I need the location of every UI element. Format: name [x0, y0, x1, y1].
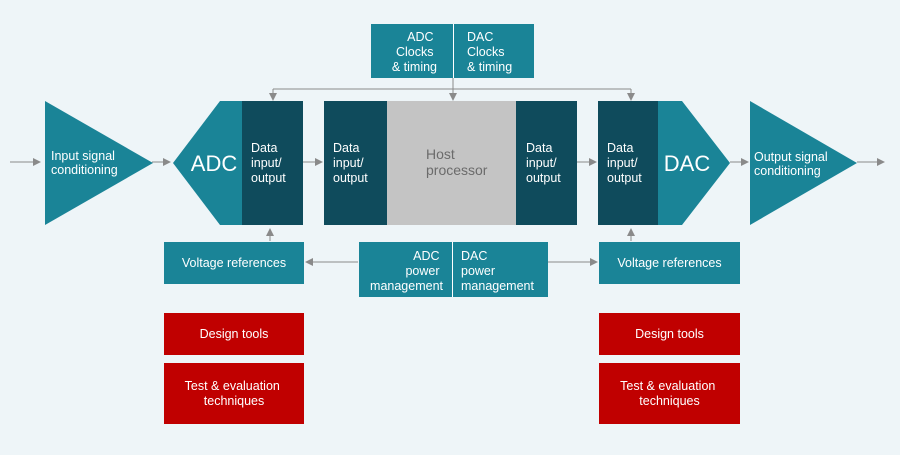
output-signal-conditioning: Output signal conditioning [750, 101, 857, 225]
left-voltage-references: Voltage references [164, 242, 304, 284]
clocks-timing-block: ADC Clocks & timing DAC Clocks & timing [371, 24, 534, 78]
host-left-data-io-box [324, 101, 387, 225]
dac-data-io-label: Data input/ output [607, 141, 642, 185]
svg-text:Design tools: Design tools [635, 327, 704, 341]
adc-clocks-label: ADC Clocks & timing [392, 30, 437, 74]
adc-power-label: ADC power management [370, 249, 443, 293]
adc-clocks-box [371, 24, 453, 78]
adc-data-io-box [242, 101, 303, 225]
host-left-data-io-label: Data input/ output [333, 141, 368, 185]
right-test-evaluation: Test & evaluation techniques [599, 363, 740, 424]
host-right-data-io-label: Data input/ output [526, 141, 561, 185]
host-processor-box [387, 101, 516, 225]
svg-text:Design tools: Design tools [200, 327, 269, 341]
dac-data-io-box [598, 101, 658, 225]
right-design-tools: Design tools [599, 313, 740, 355]
adc-label: ADC [191, 151, 238, 176]
right-voltage-references: Voltage references [599, 242, 740, 284]
adc-data-io-label: Data input/ output [251, 141, 286, 185]
svg-text:Test & evaluation techni: Test & evaluation techniques [620, 379, 719, 408]
connectors [10, 78, 885, 266]
dac-clocks-label: DAC Clocks & timing [467, 30, 512, 74]
dac-label: DAC [664, 151, 711, 176]
left-design-tools: Design tools [164, 313, 304, 355]
output-conditioning-label: Output signal conditioning [754, 150, 831, 178]
power-management-block: ADC power management DAC power managemen… [359, 242, 548, 297]
dac-power-label: DAC power management [461, 249, 534, 293]
svg-text:Voltage references: Voltage references [182, 256, 286, 270]
input-signal-conditioning: Input signal conditioning [45, 101, 153, 225]
host-processor-block: Data input/ output Host processor Data i… [324, 101, 577, 225]
dac-block: Data input/ output DAC [598, 101, 730, 225]
dac-power-box [453, 242, 548, 297]
dac-clocks-box [454, 24, 534, 78]
input-conditioning-label: Input signal conditioning [51, 149, 118, 177]
adc-power-box [359, 242, 452, 297]
left-test-evaluation: Test & evaluation techniques [164, 363, 304, 424]
host-right-data-io-box [516, 101, 577, 225]
svg-text:Voltage references: Voltage references [617, 256, 721, 270]
host-processor-label: Host processor [426, 146, 488, 178]
adc-block: ADC Data input/ output [173, 101, 303, 225]
svg-text:Test & evaluation techni: Test & evaluation techniques [185, 379, 284, 408]
